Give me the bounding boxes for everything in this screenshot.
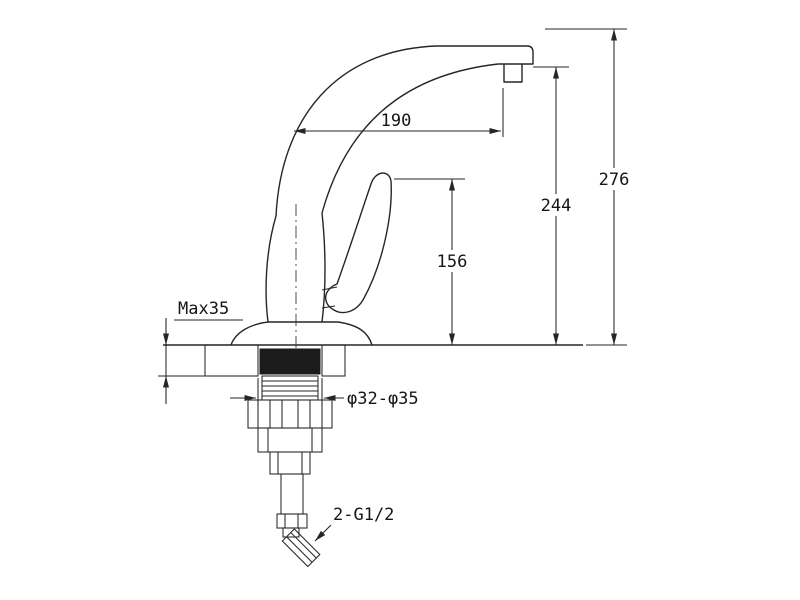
- dim-hole-diameter-label: φ32-φ35: [347, 389, 419, 409]
- mounting-hardware: [247, 375, 333, 475]
- body-right-edge: [321, 212, 326, 323]
- braided-hose: [280, 473, 304, 515]
- label-mask: [432, 250, 472, 272]
- elbow-stub: [282, 527, 300, 538]
- dim-connection: 2-G1/2: [314, 505, 394, 542]
- dim-spout-reach: 190: [294, 88, 504, 137]
- connector-nut-facet: [290, 532, 317, 559]
- leader-line: [314, 524, 332, 542]
- label-mask: [594, 168, 634, 190]
- dim-spout-height: 244: [533, 66, 576, 345]
- dim-overall-height: 276: [545, 28, 634, 346]
- dim-deck-thickness-label: Max35: [178, 299, 229, 319]
- angled-connector-nut: [281, 528, 321, 568]
- label-mask: [536, 194, 576, 216]
- connector-nut-facet: [286, 536, 313, 563]
- faucet-handle: [325, 172, 392, 314]
- dim-overall-height-label: 276: [599, 170, 630, 190]
- dim-spout-reach-label: 190: [381, 111, 412, 131]
- dim-connection-label: 2-G1/2: [333, 505, 394, 525]
- spout-aerator: [503, 64, 523, 83]
- connector-nut-body: [281, 528, 321, 568]
- body-left-edge: [265, 215, 277, 323]
- hose-ferrule: [276, 513, 308, 529]
- faucet-base: [230, 321, 373, 346]
- dim-spout-height-label: 244: [541, 196, 572, 216]
- dim-handle-height: 156: [394, 178, 472, 345]
- handle-joint-top: [321, 286, 338, 291]
- supply-hose: [276, 473, 321, 568]
- mounting-gasket: [259, 348, 321, 375]
- counter-section-right: [321, 344, 346, 377]
- faucet-figure: [158, 45, 583, 568]
- dim-handle-height-label: 156: [437, 252, 468, 272]
- dim-deck-thickness: Max35: [163, 299, 243, 404]
- handle-joint-bottom: [321, 305, 336, 309]
- faucet-body: [230, 45, 534, 352]
- hose-collar: [269, 451, 311, 475]
- dim-hole-diameter: φ32-φ35: [230, 378, 419, 409]
- spout-inner-curve: [321, 63, 499, 214]
- spout-outer-curve: [275, 45, 534, 217]
- counter-section-left: [204, 344, 259, 377]
- mounting-nut: [247, 399, 333, 429]
- countertop: [158, 344, 583, 377]
